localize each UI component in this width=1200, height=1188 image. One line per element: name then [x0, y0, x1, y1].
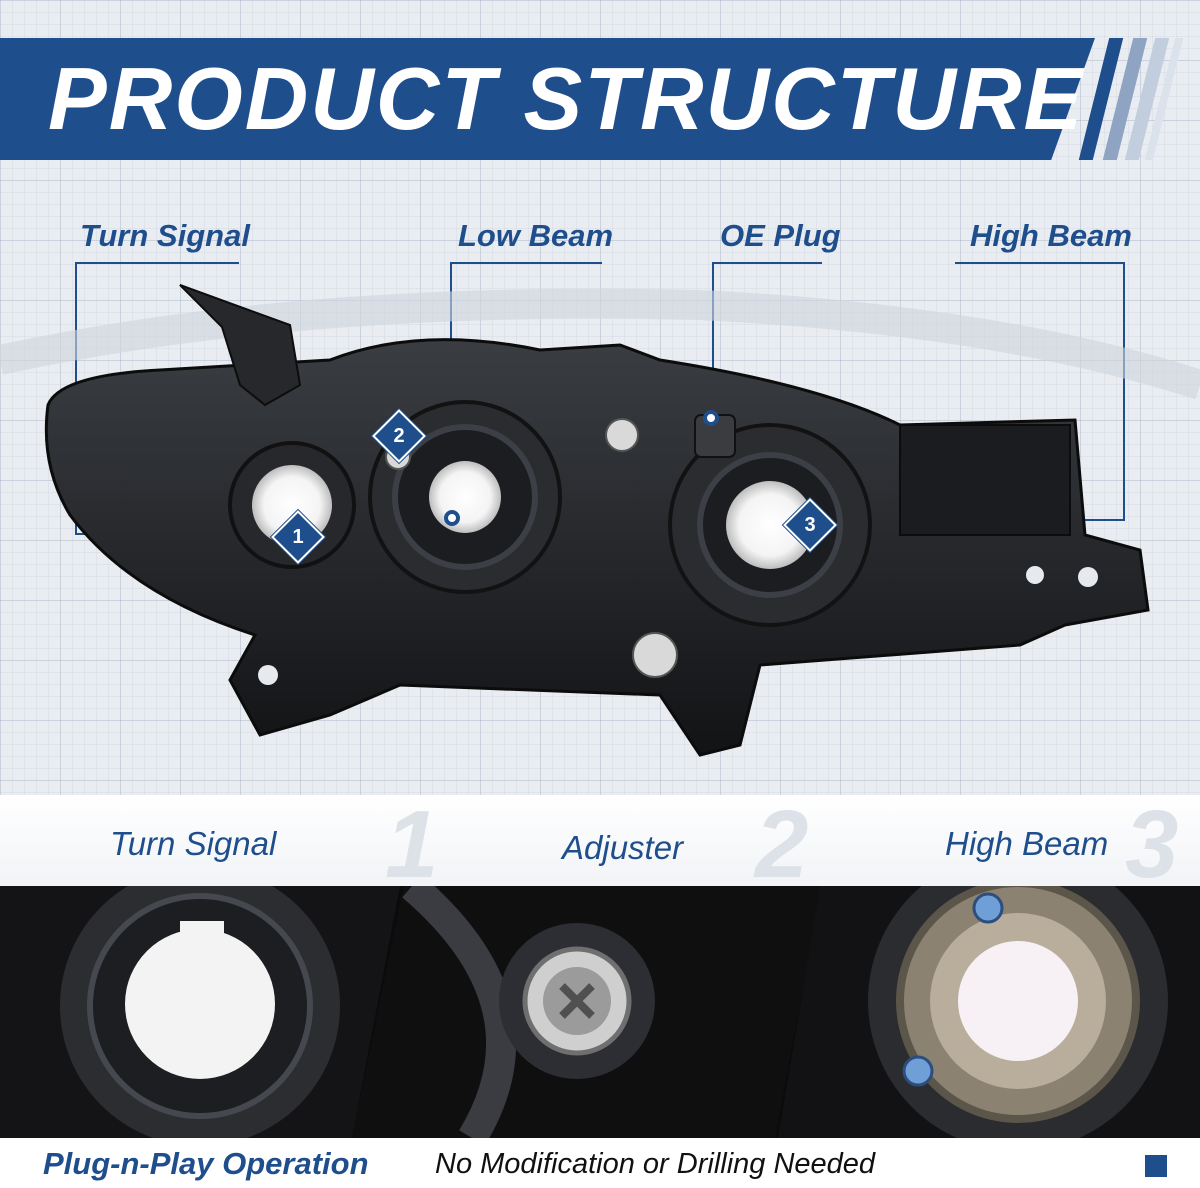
leader-oe-plug-vert	[712, 262, 714, 416]
banner-stripes	[1078, 38, 1200, 160]
footer-square-icon	[1145, 1155, 1167, 1177]
marker-oe-plug	[703, 410, 719, 426]
detail-label-turn-signal: Turn Signal	[110, 825, 277, 862]
leader-high-beam-vert	[1123, 262, 1125, 520]
detail-label-high-beam: High Beam	[945, 825, 1109, 862]
photo-high-beam	[778, 886, 1200, 1138]
detail-number-1: 1	[385, 791, 439, 898]
detail-label-adjuster: Adjuster	[562, 829, 684, 866]
callout-turn-signal: Turn Signal	[80, 218, 250, 253]
detail-photos	[0, 886, 1200, 1138]
callout-high-beam: High Beam	[970, 218, 1132, 253]
title-banner	[0, 38, 1095, 160]
footer-text: No Modification or Drilling Needed	[435, 1148, 876, 1180]
leader-low-beam-top	[450, 262, 602, 264]
badge-2-number: 2	[393, 425, 405, 447]
photo-turn-signal	[0, 886, 400, 1138]
marker-low-beam	[444, 510, 460, 526]
badge-1-number: 1	[292, 526, 304, 548]
footer-headline: Plug-n-Play Operation	[43, 1146, 369, 1181]
leader-turn-signal-top	[75, 262, 239, 264]
callout-oe-plug: OE Plug	[720, 218, 841, 253]
page-title: PRODUCT STRUCTURE	[48, 49, 1085, 148]
badge-3-number: 3	[804, 514, 816, 536]
detail-number-2: 2	[755, 791, 809, 898]
leader-high-beam-top	[955, 262, 1125, 264]
detail-label-strip	[0, 795, 1200, 890]
headlight-diagram	[0, 284, 1200, 757]
callout-low-beam: Low Beam	[458, 218, 614, 253]
leader-oe-plug-top	[712, 262, 822, 264]
footer-bar	[0, 1138, 1200, 1188]
photo-adjuster	[352, 886, 822, 1138]
detail-number-3: 3	[1125, 791, 1179, 898]
